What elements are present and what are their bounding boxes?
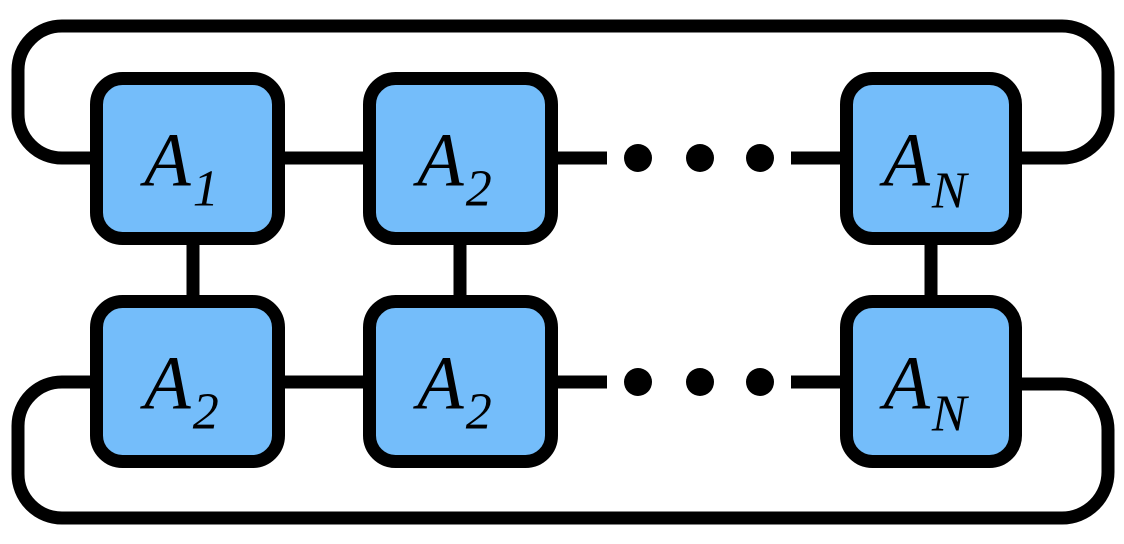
tensor-node-top-1[interactable]: A1 [90,72,285,245]
ellipsis-dot-bot-2 [686,368,714,396]
tensor-box-top-1[interactable] [90,72,285,245]
tensor-node-bot-N[interactable]: AN [840,295,1022,468]
tensor-box-top-2[interactable] [363,72,558,245]
tensor-node-bot-1[interactable]: A2 [90,295,285,468]
periodic-boundary-top-wire [11,19,1115,165]
periodic-boundary-bottom-wire [11,375,1115,525]
ellipsis-dot-bot-1 [624,368,652,396]
tensor-box-bot-N[interactable] [840,295,1022,468]
tensor-box-top-N[interactable] [840,72,1022,245]
tensor-node-bot-2[interactable]: A2 [363,295,558,468]
tensor-box-bot-1[interactable] [90,295,285,468]
ellipsis-top [624,144,774,172]
ellipsis-dot-bot-3 [746,368,774,396]
tensor-node-top-N[interactable]: AN [840,72,1022,245]
ellipsis-dot-top-1 [624,144,652,172]
ellipsis-bottom [624,368,774,396]
tensor-box-bot-2[interactable] [363,295,558,468]
ellipsis-dot-top-3 [746,144,774,172]
tensor-node-top-2[interactable]: A2 [363,72,558,245]
ellipsis-dot-top-2 [686,144,714,172]
